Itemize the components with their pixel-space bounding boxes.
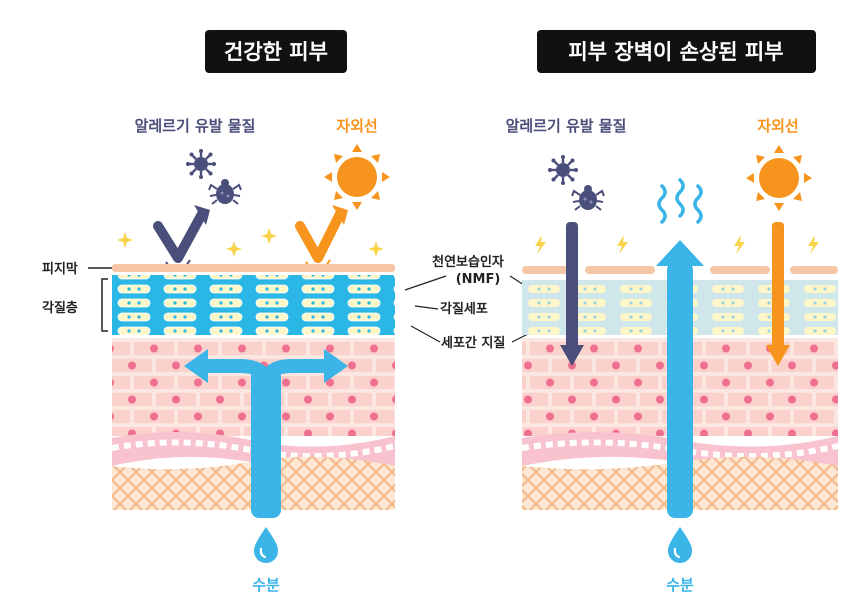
intercellular-lipid-label: 세포간 지질 (441, 335, 505, 351)
water-drop-icon (666, 525, 694, 565)
stratum-corneum-layer (112, 275, 395, 335)
corneocyte-label: 각질세포 (440, 302, 488, 317)
uv-penetrating-arrow (766, 222, 790, 366)
healthy-title: 건강한 피부 (224, 40, 328, 64)
damaged-uv-label: 자외선 (757, 117, 798, 135)
sparkle-icon (226, 241, 242, 257)
nmf-label: 천연보습인자 (432, 254, 504, 270)
sun-icon (746, 145, 812, 211)
dust-mite-icon (571, 184, 605, 211)
lightning-icon (617, 235, 628, 254)
sparkle-icon (368, 241, 384, 257)
damaged-sebum-film-layer (522, 266, 838, 274)
allergen-penetrating-arrow (560, 222, 584, 366)
damaged-allergen-label: 알레르기 유발 물질 (506, 117, 627, 135)
sebum-film-layer (112, 264, 395, 272)
uv-blocked-arrow (295, 205, 348, 270)
water-retained-arrow (184, 349, 348, 518)
healthy-allergen-label: 알레르기 유발 물질 (135, 117, 256, 135)
healthy-title-box: 건강한 피부 (205, 30, 347, 73)
damaged-title-box: 피부 장벽이 손상된 피부 (537, 30, 816, 73)
nmf-label-abbr: (NMF) (456, 272, 501, 287)
healthy-uv-label: 자외선 (336, 117, 377, 135)
allergen-blocked-arrow (153, 205, 210, 270)
virus-icon (546, 153, 580, 187)
healthy-water-label: 수분 (252, 576, 280, 594)
sparkle-icon (117, 232, 133, 248)
water-drop-icon (252, 525, 280, 565)
dust-mite-icon (208, 178, 242, 205)
damaged-title: 피부 장벽이 손상된 피부 (568, 40, 783, 64)
virus-icon (184, 147, 218, 181)
water-loss-arrow (656, 240, 704, 518)
heat-wave-icon (657, 178, 703, 224)
sebum-film-label: 피지막 (42, 261, 78, 277)
stratum-corneum-label: 각질층 (42, 300, 78, 316)
lightning-icon (535, 235, 546, 254)
sun-icon (324, 144, 390, 210)
stratum-corneum-bracket (101, 278, 108, 332)
sparkle-icon (261, 228, 277, 244)
lightning-icon (808, 235, 819, 254)
damaged-water-label: 수분 (666, 576, 694, 594)
lightning-icon (734, 235, 745, 254)
